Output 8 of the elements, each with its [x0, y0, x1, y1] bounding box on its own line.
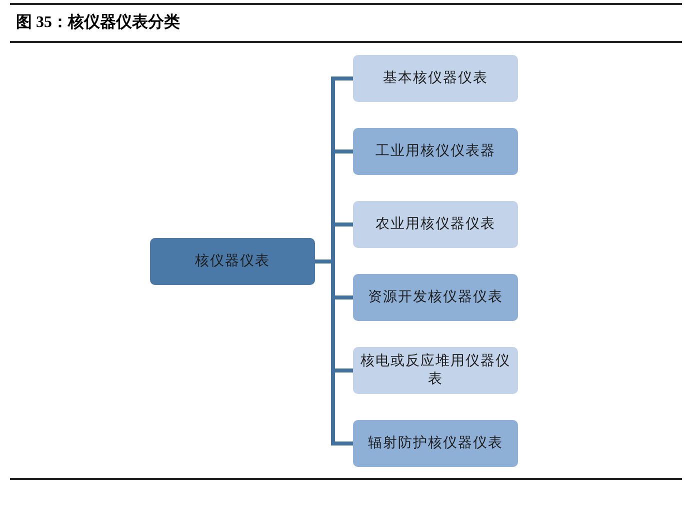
- category-box: 农业用核仪器仪表: [353, 201, 518, 248]
- root-box: 核仪器仪表: [150, 238, 315, 285]
- figure-title: 图 35：核仪器仪表分类: [16, 12, 180, 33]
- category-box: 工业用核仪仪表器: [353, 128, 518, 175]
- category-box: 核电或反应堆用仪器仪表: [353, 347, 518, 394]
- category-box: 基本核仪器仪表: [353, 55, 518, 102]
- category-box: 资源开发核仪器仪表: [353, 274, 518, 321]
- category-box: 辐射防护核仪器仪表: [353, 420, 518, 467]
